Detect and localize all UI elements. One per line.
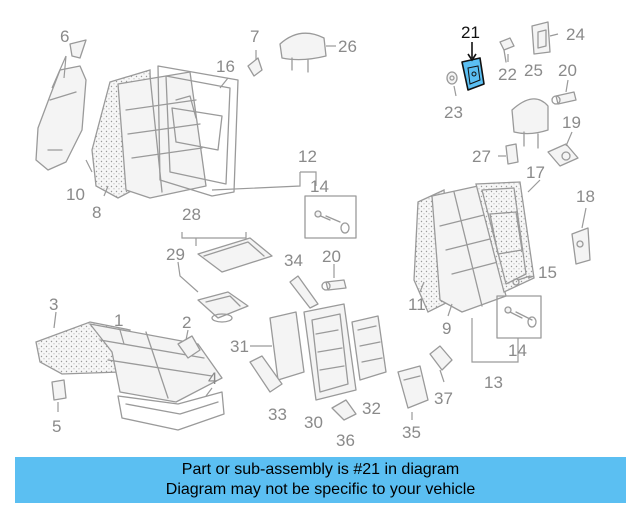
- label-36: 36: [336, 431, 355, 450]
- fastener-kit-14-right: [496, 295, 542, 339]
- left-seat-back-cushion: [91, 69, 207, 199]
- label-3: 3: [49, 295, 58, 314]
- label-31: 31: [230, 337, 249, 356]
- bracket-2: [177, 335, 201, 359]
- right-seat-back-cushion-9: [413, 185, 507, 313]
- pass-through-lid-32: [351, 315, 387, 381]
- label-4: 4: [208, 369, 217, 388]
- seat-cushion-frame-4: [117, 391, 225, 431]
- label-21-highlighted: 21: [461, 23, 480, 42]
- info-banner: Part or sub-assembly is #21 in diagram D…: [15, 457, 626, 503]
- clip-36: [331, 399, 357, 421]
- label-14-left: 14: [310, 177, 329, 196]
- pin-20-left: [321, 279, 347, 291]
- label-14-right: 14: [508, 341, 527, 360]
- label-10: 10: [66, 185, 85, 204]
- label-35: 35: [402, 423, 421, 442]
- label-22: 22: [498, 65, 517, 84]
- parts-diagram: 1 2 3 4 5 6 7 8 9 10 11 12 13 14 14 15 1…: [35, 21, 595, 450]
- label-32: 32: [362, 399, 381, 418]
- banner-line-2: Diagram may not be specific to your vehi…: [165, 481, 476, 498]
- seat-back-lock-7: [247, 57, 263, 77]
- label-15: 15: [538, 263, 557, 282]
- label-33: 33: [268, 405, 287, 424]
- label-13: 13: [484, 373, 503, 392]
- left-seat-back-frame: [157, 65, 239, 197]
- label-2: 2: [182, 313, 191, 332]
- armrest-bracket-29: [197, 291, 249, 323]
- label-26: 26: [338, 37, 357, 56]
- label-30: 30: [304, 413, 323, 432]
- bolt-15: [512, 275, 531, 286]
- label-37: 37: [434, 389, 453, 408]
- bracket-35: [397, 365, 429, 409]
- right-headrest-25: [511, 98, 549, 149]
- fastener-kit-14-left: [304, 195, 357, 239]
- cover-24: [531, 21, 551, 55]
- pass-through-frame-30: [303, 303, 357, 401]
- release-handle-19: [547, 143, 579, 167]
- label-18: 18: [576, 187, 595, 206]
- left-headrest-26: [279, 32, 327, 73]
- label-17: 17: [526, 163, 545, 182]
- washer-23: [446, 71, 458, 85]
- label-16: 16: [216, 57, 235, 76]
- label-25: 25: [524, 61, 543, 80]
- label-20-left: 20: [322, 247, 341, 266]
- label-23: 23: [444, 103, 463, 122]
- label-24: 24: [566, 25, 585, 44]
- pin-20-right: [551, 91, 577, 105]
- label-11: 11: [408, 295, 426, 314]
- left-side-bolster: [35, 39, 87, 171]
- label-9: 9: [442, 319, 451, 338]
- right-seat-back-frame-17: [475, 181, 535, 293]
- hook-37: [429, 345, 453, 371]
- label-19: 19: [562, 113, 581, 132]
- armrest-cover-28: [197, 237, 273, 273]
- label-20-right: 20: [558, 61, 577, 80]
- guide-27: [505, 143, 519, 165]
- label-29: 29: [166, 245, 185, 264]
- label-5: 5: [52, 417, 61, 436]
- label-6: 6: [60, 27, 69, 46]
- label-7: 7: [250, 27, 259, 46]
- label-34: 34: [284, 251, 303, 270]
- screw-22: [499, 37, 515, 63]
- label-27: 27: [472, 147, 491, 166]
- hinge-18: [571, 227, 591, 265]
- trim-strip-34: [289, 275, 319, 309]
- pass-through-panel-31: [269, 311, 305, 381]
- label-28: 28: [182, 205, 201, 224]
- label-12: 12: [298, 147, 317, 166]
- latch-5: [51, 379, 67, 401]
- part-21-highlighted: [461, 57, 485, 91]
- label-1: 1: [114, 311, 123, 330]
- label-8: 8: [92, 203, 101, 222]
- banner-line-1: Part or sub-assembly is #21 in diagram: [181, 461, 460, 478]
- trim-cover-33: [249, 355, 283, 393]
